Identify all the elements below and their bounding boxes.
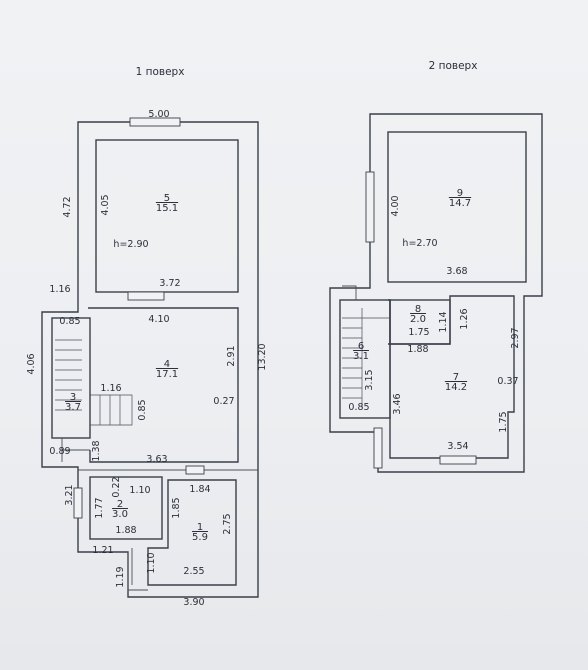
dim-room6-len: 3.15 [364, 369, 375, 391]
floor2-plan [329, 113, 543, 473]
floor1-partitions [61, 438, 258, 471]
dim-left-step: 1.16 [49, 284, 71, 295]
dim-entry-len: 1.38 [91, 440, 102, 462]
dim-room9-width: 3.68 [446, 266, 468, 277]
dim-room1-top: 1.84 [189, 484, 211, 495]
dim-room1-mid: 1.85 [171, 497, 182, 519]
room2-walls [89, 476, 163, 540]
dim-left-mid: 4.06 [26, 353, 37, 375]
room6-walls [339, 299, 391, 419]
room-number: 4 [163, 359, 171, 370]
room-area: 3.1 [353, 351, 369, 362]
dim-stair-w2: 0.85 [348, 402, 370, 413]
dim-entry-w: 0.89 [49, 446, 71, 457]
dim-room8-side-b: 1.26 [459, 308, 470, 330]
window-room7-left [373, 427, 383, 469]
room-area: 3.0 [112, 509, 128, 520]
dim-room4-side: 2.91 [226, 345, 237, 367]
dim-room9-height: 4.00 [390, 195, 401, 217]
dim-room5-height: 4.05 [100, 194, 111, 216]
room4-walls [88, 307, 239, 463]
window-corridor [127, 291, 165, 301]
dim-right-offset: 0.27 [213, 396, 235, 407]
door-room1 [185, 465, 205, 475]
dim-room4-bottom: 3.63 [146, 454, 168, 465]
room-3-label: 3 3.7 [65, 393, 81, 413]
dim-ceiling-h1: h=2.90 [113, 239, 149, 250]
room-area: 17.1 [155, 369, 179, 380]
room-8-label: 8 2.0 [410, 305, 426, 325]
window-room2 [73, 487, 83, 519]
dim-stair-len: 1.16 [100, 383, 122, 394]
room-area: 14.2 [444, 382, 468, 393]
room-7-label: 7 14.2 [445, 373, 467, 393]
room-1-label: 1 5.9 [192, 523, 208, 543]
room-number: 5 [163, 193, 171, 204]
room-number: 1 [196, 522, 204, 533]
room9-walls [387, 131, 527, 283]
dim-porch-side-b: 1.10 [146, 552, 157, 574]
floor1-plan [41, 117, 259, 598]
window-room7-bottom [439, 455, 477, 465]
dim-left-upper: 4.72 [62, 196, 73, 218]
room-number: 8 [414, 304, 422, 315]
dim-room2-top-small: 0.22 [111, 476, 122, 498]
room-area: 14.7 [448, 198, 472, 209]
dim-ceiling-h2: h=2.70 [402, 238, 438, 249]
room-area: 3.7 [65, 402, 81, 413]
room-area: 5.9 [192, 532, 208, 543]
dim-room6-width: 1.88 [407, 344, 429, 355]
dim-total-height: 13.20 [257, 343, 268, 371]
dim-room3-side: 0.85 [137, 399, 148, 421]
dim-room7-side: 2.97 [510, 327, 521, 349]
floor1-stairs [55, 339, 133, 426]
dim-room7-offset: 0.37 [497, 376, 519, 387]
floor1-stair-well [51, 317, 91, 439]
room-number: 3 [69, 392, 77, 403]
room-2-label: 2 3.0 [112, 500, 128, 520]
dim-room7-bottom: 3.54 [447, 441, 469, 452]
dim-stair-w: 0.85 [59, 316, 81, 327]
room-area: 15.1 [155, 203, 179, 214]
floor1-title: 1 поверх [135, 66, 185, 78]
room-number: 2 [116, 499, 124, 510]
floor2-title: 2 поверх [428, 60, 478, 72]
window-room5 [129, 117, 181, 127]
dim-porch-side-a: 1.19 [115, 566, 126, 588]
room1-walls [147, 479, 237, 586]
room-6-label: 6 3.1 [353, 342, 369, 362]
dim-room7-right: 1.75 [498, 411, 509, 433]
dim-top-width: 5.00 [148, 109, 170, 120]
room-number: 9 [456, 188, 464, 199]
floor2-stairs [342, 308, 390, 408]
floor2-partitions [342, 285, 357, 300]
floor2-outer-wall [329, 113, 543, 473]
dim-room5-width: 3.72 [159, 278, 181, 289]
room-9-label: 9 14.7 [449, 189, 471, 209]
room5-walls [95, 139, 239, 293]
porch-walls [127, 548, 148, 591]
window-room9 [365, 171, 375, 243]
dim-room2-side: 1.77 [94, 497, 105, 519]
dim-room7-left: 3.46 [392, 393, 403, 415]
dim-room1-side: 2.75 [222, 513, 233, 535]
dim-room8-width: 1.75 [408, 327, 430, 338]
dim-corridor-width: 4.10 [148, 314, 170, 325]
dim-bottom-width: 3.90 [183, 597, 205, 608]
room-area: 2.0 [410, 314, 426, 325]
dim-porch-w: 1.21 [92, 545, 114, 556]
room-number: 6 [357, 341, 365, 352]
floor1-outer-wall [41, 121, 259, 598]
room-4-label: 4 17.1 [156, 360, 178, 380]
room-number: 7 [452, 372, 460, 383]
dim-left-lower: 3.21 [64, 484, 75, 506]
dim-room8-side-a: 1.14 [438, 311, 449, 333]
dim-room1-bottom: 2.55 [183, 566, 205, 577]
dim-room2-width: 1.10 [129, 485, 151, 496]
dim-room2-bottom: 1.88 [115, 525, 137, 536]
room-5-label: 5 15.1 [156, 194, 178, 214]
